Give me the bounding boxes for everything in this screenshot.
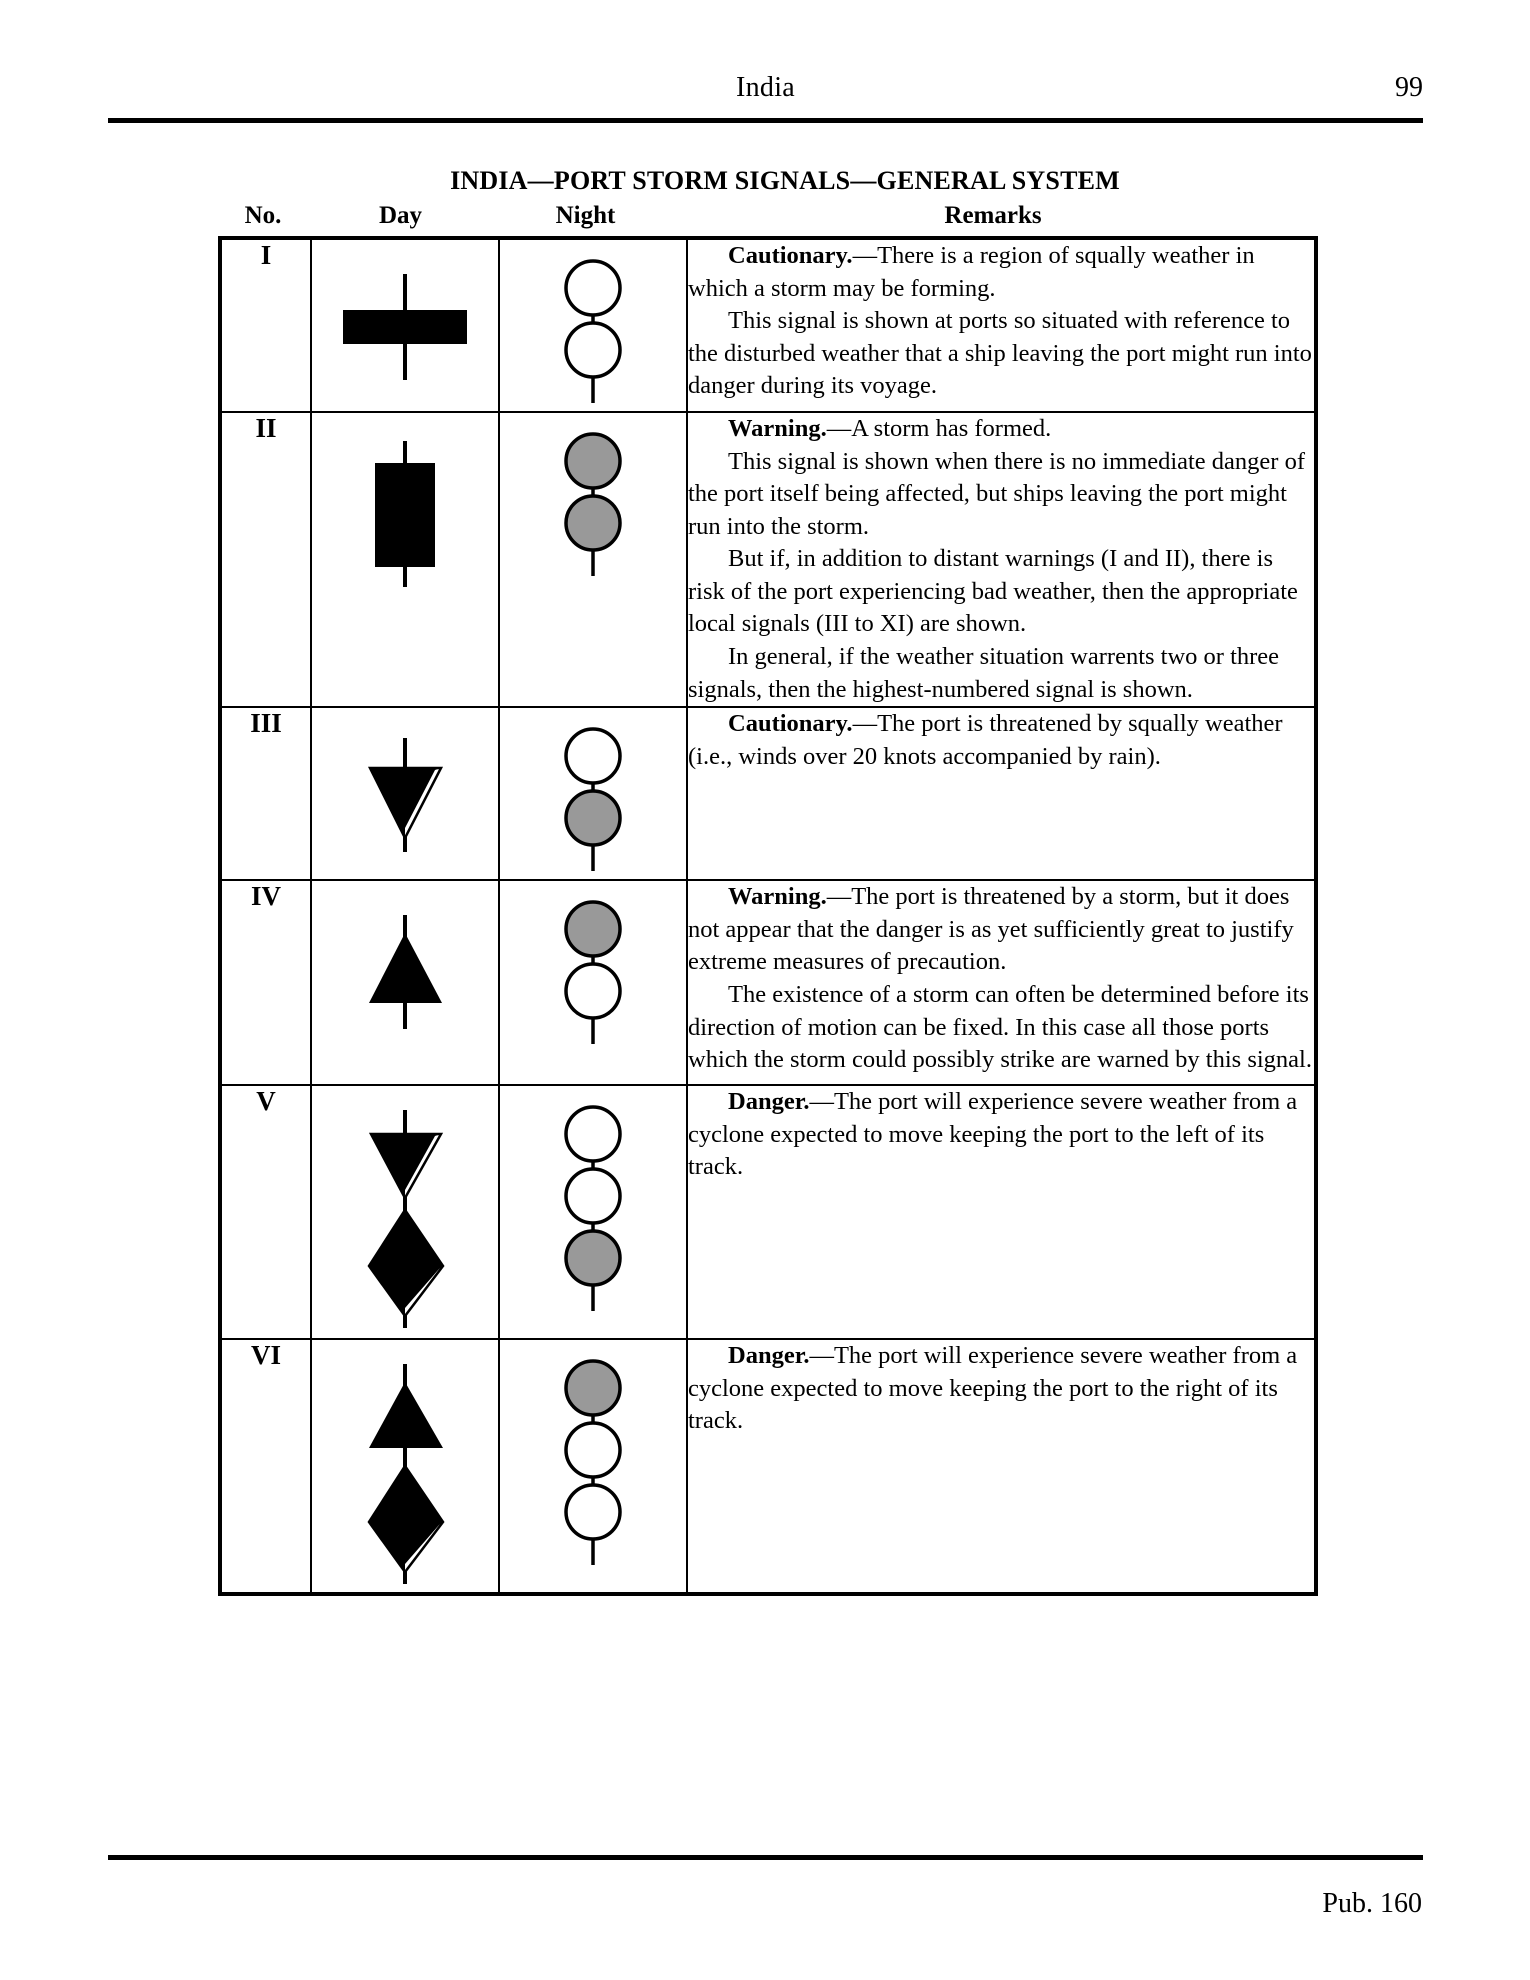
remarks-paragraph: Danger.—The port will experience severe … (688, 1340, 1314, 1438)
remarks-lead-in: Warning. (728, 415, 827, 442)
night-signal-cell (498, 1084, 688, 1341)
white-circle-over-red-circle-icon (500, 708, 686, 879)
black-cone-point-up-over-black-diamond-on-mast-icon (312, 1340, 498, 1592)
white-circle-white-circle-red-circle-icon (500, 1086, 686, 1319)
remarks-paragraph: In general, if the weather situation war… (688, 643, 1280, 703)
signal-number-cell: V (219, 1084, 312, 1341)
black-cone-point-down-on-mast-icon (312, 708, 498, 870)
remarks-cell: Warning.—The port is threatened by a sto… (686, 879, 1317, 1087)
storm-signals-table: I Cautionary.—There is a region of squal… (218, 236, 1318, 1597)
red-circle-over-red-circle-icon (500, 413, 686, 584)
red-circle-over-white-circle-icon (500, 881, 686, 1052)
column-header-remarks: Remarks (944, 202, 1042, 229)
table-title: INDIA—PORT STORM SIGNALS—GENERAL SYSTEM (450, 166, 1120, 195)
header-rule (108, 118, 1423, 123)
column-header-day: Day (378, 202, 423, 229)
remarks-paragraph: Danger.—The port will experience severe … (688, 1086, 1314, 1184)
remarks-paragraph: The existence of a storm can often be de… (688, 980, 1312, 1074)
remarks-text: —The port is threatened by squally weath… (688, 710, 1283, 770)
remarks-paragraph: Warning.—A storm has formed. (688, 413, 1314, 446)
remarks-lead-in: Cautionary. (728, 710, 853, 738)
column-header-night: Night (555, 202, 616, 229)
remarks-lead-in: Warning. (728, 883, 827, 911)
table-row: I Cautionary.—There is a region of squal… (219, 237, 1317, 413)
footer-rule (108, 1855, 1423, 1860)
day-signal-cell (310, 1084, 500, 1341)
black-cone-point-down-over-black-diamond-on-mast-icon (312, 1086, 498, 1338)
night-signal-cell (498, 879, 688, 1087)
white-circle-over-white-circle-icon (500, 240, 686, 411)
remarks-paragraph: Cautionary.—There is a region of squally… (688, 240, 1314, 305)
night-signal-cell (498, 410, 688, 709)
remarks-cell: Warning.—A storm has formed.This signal … (686, 410, 1317, 709)
day-signal-cell (310, 1338, 500, 1596)
table-row: V Danger.—The port will experience sever… (219, 1084, 1317, 1341)
black-vertical-rectangle-on-mast-icon (312, 413, 498, 601)
signal-number-cell: III (219, 706, 312, 882)
table-row: III Cautionary.—The port is threatened b… (219, 706, 1317, 882)
table-row: IV Warning.—The port is threatened by a … (219, 879, 1317, 1087)
remarks-lead-in: Cautionary. (728, 242, 853, 269)
remarks-paragraph: This signal is shown when there is no im… (688, 447, 1305, 540)
column-headers: No. Day Night Remarks (218, 202, 1308, 236)
remarks-cell: Danger.—The port will experience severe … (686, 1084, 1317, 1341)
publication-label: Pub. 160 (1322, 1888, 1422, 1919)
signal-number-cell: VI (219, 1338, 312, 1596)
day-signal-cell (310, 879, 500, 1087)
remarks-lead-in: Danger. (728, 1342, 810, 1370)
column-header-no: No. (244, 202, 282, 229)
day-signal-cell (310, 706, 500, 882)
remarks-paragraph: This signal is shown at ports so situate… (688, 307, 1312, 400)
black-cone-point-up-on-mast-icon (312, 881, 498, 1043)
remarks-cell: Danger.—The port will experience severe … (686, 1338, 1317, 1596)
day-signal-cell (310, 410, 500, 709)
day-signal-cell (310, 237, 500, 413)
remarks-paragraph: Warning.—The port is threatened by a sto… (688, 881, 1314, 979)
table-row: II Warning.—A storm has formed.This sign… (219, 410, 1317, 709)
page-running-head: India 99 (108, 72, 1423, 120)
page-title: India (735, 72, 796, 103)
remarks-paragraph: But if, in addition to distant warnings … (688, 545, 1298, 638)
remarks-lead-in: Danger. (728, 1088, 810, 1116)
night-signal-cell (498, 1338, 688, 1596)
night-signal-cell (498, 706, 688, 882)
remarks-text: —There is a region of squally weather in… (688, 242, 1255, 302)
page-number: 99 (1395, 72, 1423, 103)
remarks-paragraph: Cautionary.—The port is threatened by sq… (688, 708, 1314, 773)
signal-number-cell: II (219, 410, 312, 709)
red-circle-white-circle-white-circle-icon (500, 1340, 686, 1573)
remarks-cell: Cautionary.—The port is threatened by sq… (686, 706, 1317, 882)
table-row: VI Danger.—The port will experience seve… (219, 1338, 1317, 1596)
remarks-text: —A storm has formed. (826, 415, 1052, 442)
signal-number-cell: IV (219, 879, 312, 1087)
remarks-cell: Cautionary.—There is a region of squally… (686, 237, 1317, 413)
black-horizontal-bar-on-mast-icon (312, 240, 498, 402)
port-storm-signals-block: INDIA—PORT STORM SIGNALS—GENERAL SYSTEM … (218, 166, 1318, 1597)
remarks-text: —The port is threatened by a storm, but … (688, 883, 1294, 976)
remarks-text: —The port will experience severe weather… (688, 1088, 1298, 1181)
night-signal-cell (498, 237, 688, 413)
signal-number-cell: I (219, 237, 312, 413)
remarks-text: —The port will experience severe weather… (688, 1342, 1298, 1435)
